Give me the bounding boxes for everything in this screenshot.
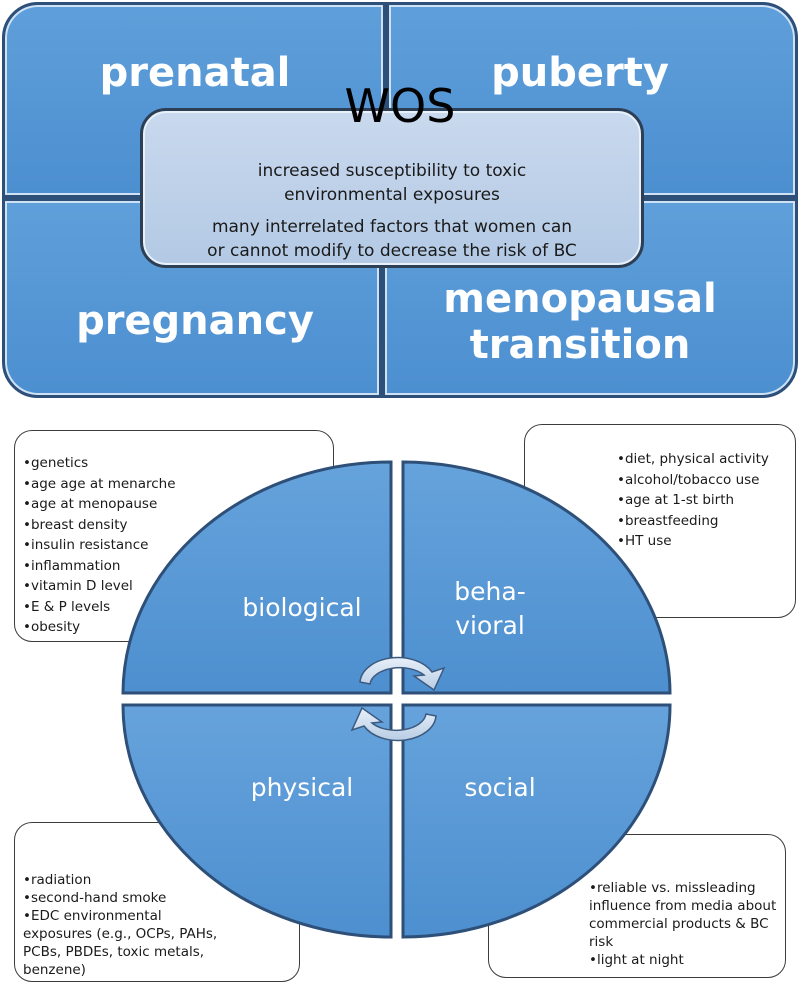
label-puberty: puberty (491, 50, 669, 96)
list-item: HT use (617, 531, 769, 552)
cycle-arrow-icon (350, 656, 446, 742)
center-text-line-3: many interrelated factors that women can (211, 217, 573, 237)
list-item: reliable vs. missleading influence from … (589, 879, 777, 951)
list-item: age at menopause (23, 494, 176, 515)
list-item: breastfeeding (617, 511, 769, 532)
list-item: second-hand smoke (23, 889, 233, 907)
wos-title: WOS (344, 79, 456, 133)
list-item: diet, physical activity (617, 449, 769, 470)
segment-label-behavioral-1: beha- (454, 577, 526, 606)
list-physical-factors: radiation second-hand smoke EDC environm… (23, 871, 233, 979)
center-text-line-4: or cannot modify to decrease the risk of… (207, 241, 577, 261)
segment-label-behavioral-2: vioral (455, 611, 525, 640)
list-item: age age at menarche (23, 474, 176, 495)
list-item: genetics (23, 453, 176, 474)
list-item: inflammation (23, 556, 176, 577)
label-transition: transition (469, 322, 691, 368)
list-item: light at night (589, 951, 777, 969)
segment-behavioral (401, 460, 672, 695)
list-item: breast density (23, 515, 176, 536)
list-behavioral-factors: diet, physical activity alcohol/tobacco … (617, 449, 769, 552)
list-item: E & P levels (23, 597, 176, 618)
list-item: radiation (23, 871, 233, 889)
list-biological-factors: genetics age age at menarche age at meno… (23, 453, 176, 638)
center-summary-box: increased susceptibility to toxic enviro… (140, 108, 644, 268)
segment-social (401, 703, 672, 939)
label-pregnancy: pregnancy (76, 298, 314, 344)
list-item: vitamin D level (23, 576, 176, 597)
list-item: obesity (23, 617, 176, 638)
center-text-line-1: increased susceptibility to toxic (257, 161, 527, 181)
segment-biological (121, 460, 393, 695)
segment-label-physical: physical (250, 773, 354, 802)
label-menopausal: menopausal (443, 276, 717, 322)
list-item: age at 1-st birth (617, 490, 769, 511)
list-item: alcohol/tobacco use (617, 470, 769, 491)
label-prenatal: prenatal (99, 50, 291, 96)
segment-physical (121, 703, 393, 939)
segment-label-biological: biological (242, 593, 362, 622)
list-item: EDC environmental exposures (e.g., OCPs,… (23, 907, 233, 979)
segment-label-social: social (464, 773, 536, 802)
center-text-line-2: environmental exposures (284, 185, 500, 205)
list-item: insulin resistance (23, 535, 176, 556)
list-social-factors: reliable vs. missleading influence from … (589, 879, 777, 969)
